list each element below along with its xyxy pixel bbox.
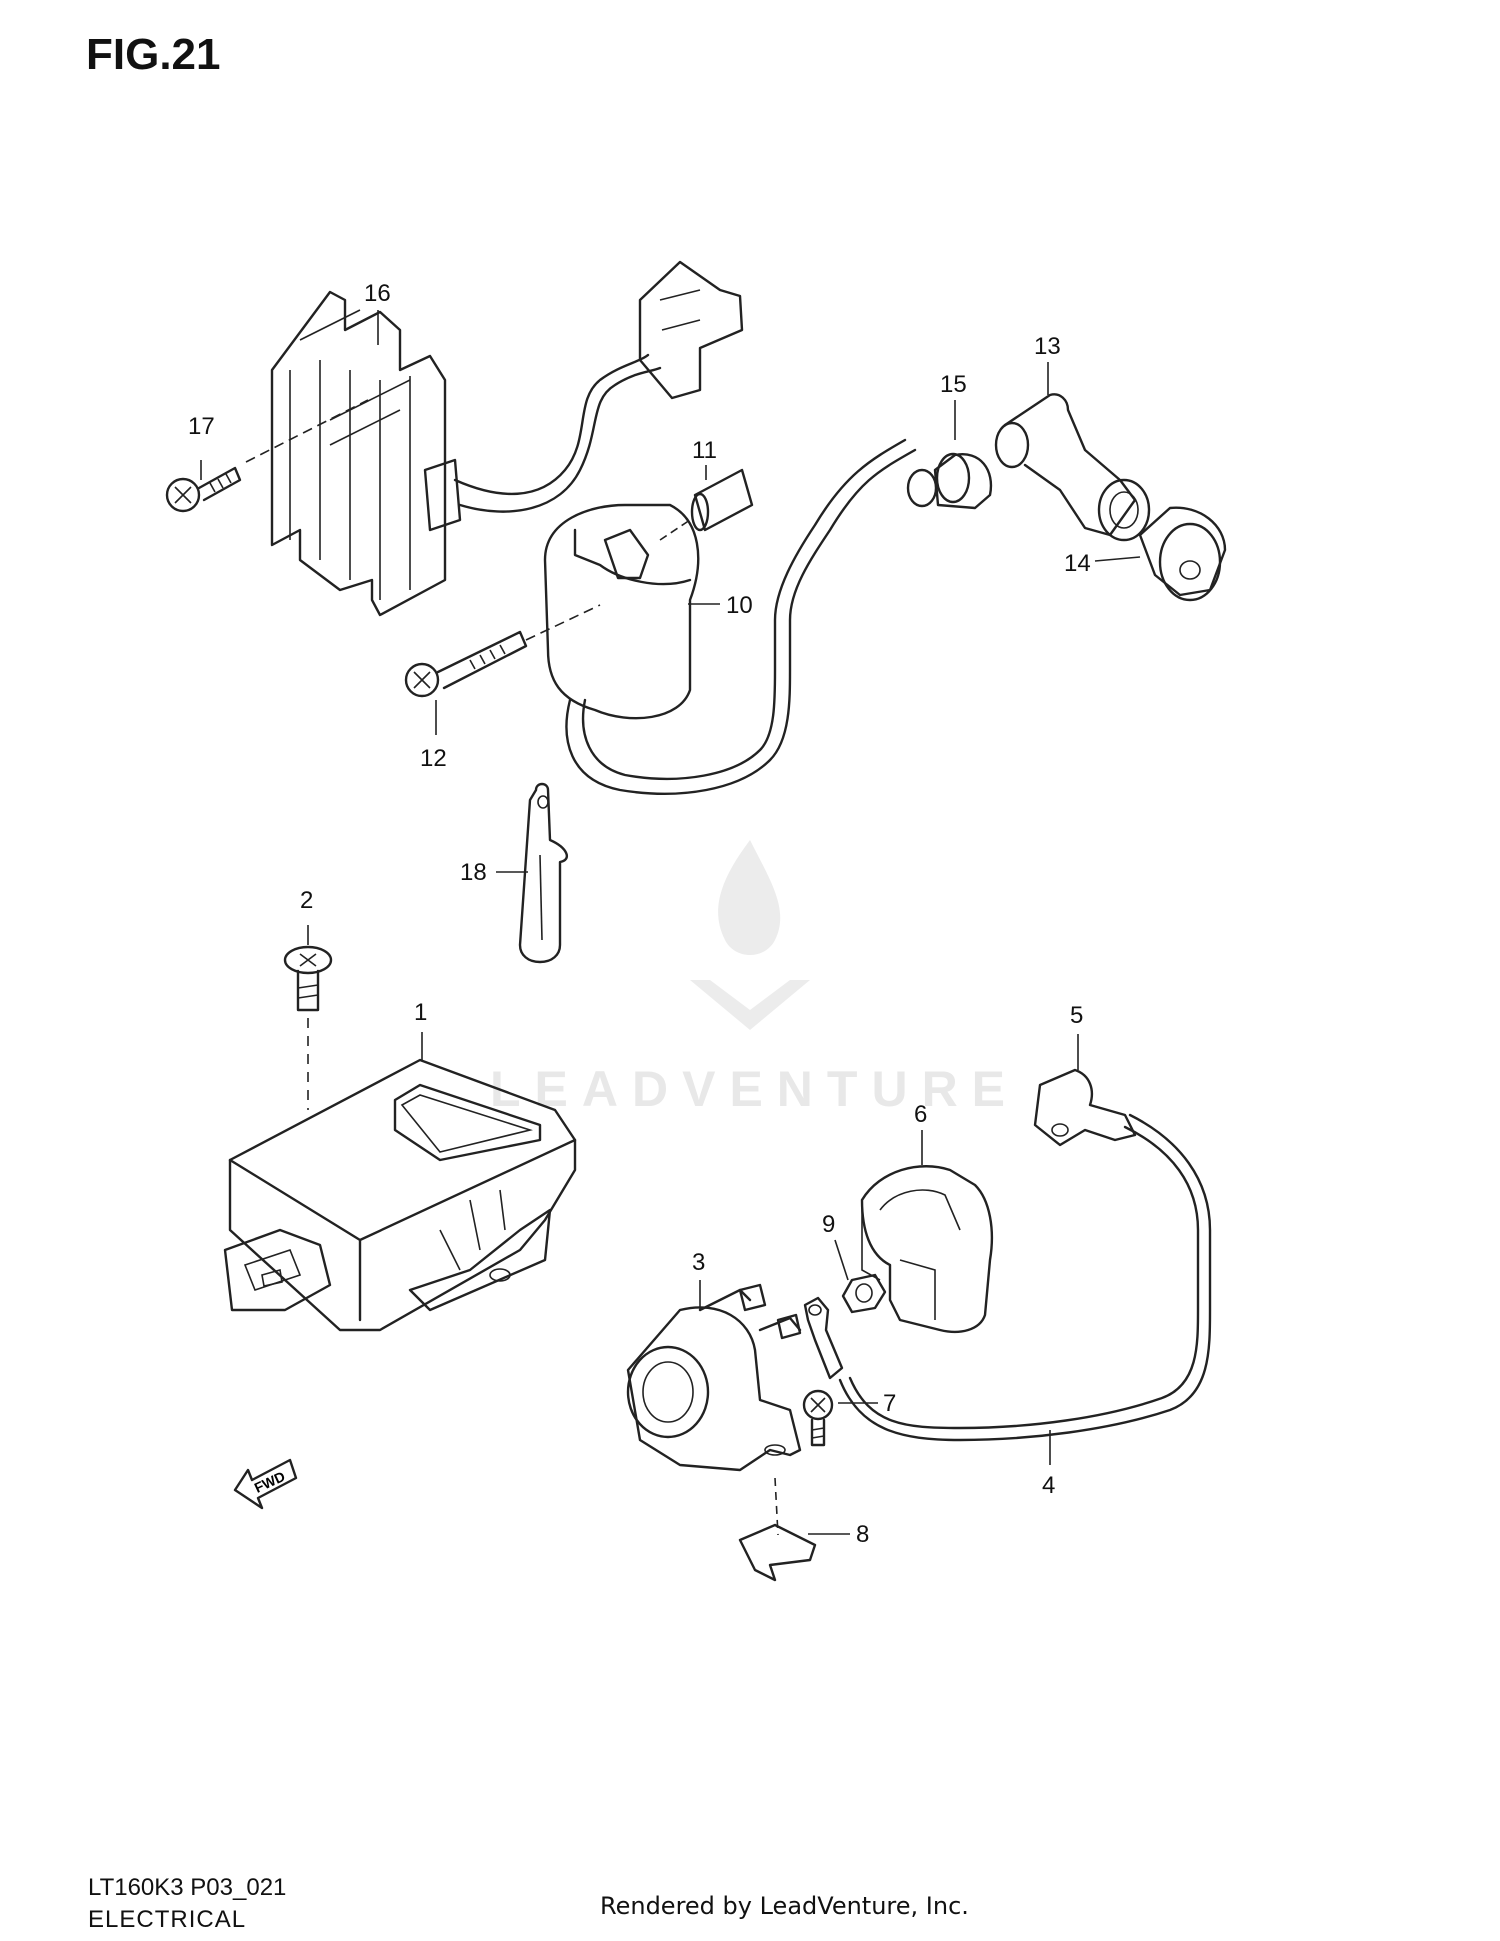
diagram-code: LT160K3 P03_021 xyxy=(88,1874,287,1901)
part-label-1: 1 xyxy=(414,999,427,1026)
sleeve-drawing-11 xyxy=(659,468,754,541)
part-label-9: 9 xyxy=(822,1211,835,1238)
part-label-8: 8 xyxy=(856,1521,869,1548)
fwd-direction-arrow: FWD xyxy=(233,1458,298,1510)
part-label-10: 10 xyxy=(726,592,753,619)
clip-drawing-8 xyxy=(738,1477,817,1582)
part-label-11: 11 xyxy=(692,437,717,464)
part-label-5: 5 xyxy=(1070,1002,1083,1029)
bolt-drawing-17 xyxy=(165,399,369,513)
plug-cap-assembly-drawing xyxy=(906,393,1227,602)
part-label-12: 12 xyxy=(420,745,447,772)
part-label-4: 4 xyxy=(1042,1472,1055,1499)
part-label-17: 17 xyxy=(188,413,215,440)
regulator-rectifier-drawing xyxy=(270,260,744,617)
screw-drawing-7 xyxy=(802,1389,834,1447)
part-label-16: 16 xyxy=(364,280,391,307)
part-label-6: 6 xyxy=(914,1101,927,1128)
part-label-15: 15 xyxy=(940,371,967,398)
part-label-2: 2 xyxy=(300,887,313,914)
callout-labels: 16 17 11 15 13 14 10 12 18 2 1 5 xyxy=(188,280,1141,1548)
starter-relay-drawing xyxy=(626,1283,802,1472)
part-label-18: 18 xyxy=(460,859,487,886)
part-label-7: 7 xyxy=(883,1390,896,1417)
screw-drawing-2 xyxy=(283,945,333,1110)
leadventure-logo-watermark xyxy=(690,840,810,1030)
relay-cover-drawing xyxy=(860,1165,993,1334)
watermark-text: LEADVENTURE xyxy=(490,1061,1020,1117)
part-label-14: 14 xyxy=(1064,550,1091,577)
part-label-13: 13 xyxy=(1034,333,1061,360)
part-label-3: 3 xyxy=(692,1249,705,1276)
nut-drawing-9 xyxy=(841,1273,887,1314)
figure-title: FIG.21 xyxy=(86,30,221,79)
starter-cable-drawing xyxy=(803,1068,1212,1442)
strap-drawing-18 xyxy=(518,782,569,964)
rendered-by-credit: Rendered by LeadVenture, Inc. xyxy=(600,1892,969,1920)
cdi-unit-drawing xyxy=(223,1058,577,1332)
diagram-section-name: ELECTRICAL xyxy=(88,1906,247,1933)
ignition-coil-drawing xyxy=(404,438,917,795)
